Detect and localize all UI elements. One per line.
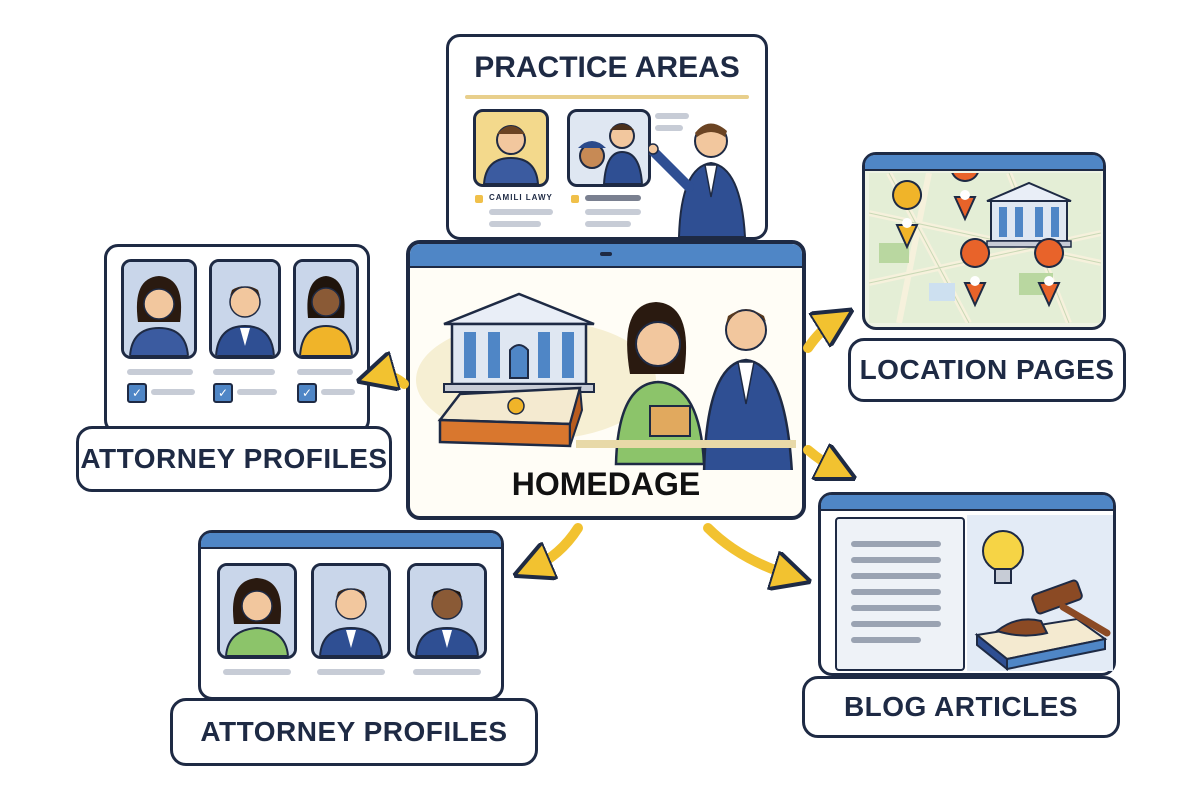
text-line [223, 669, 291, 675]
text-line [851, 605, 941, 611]
homepage-title: HOMEDAGE [511, 466, 701, 502]
caption-bullet-left [475, 195, 483, 203]
text-line [851, 557, 941, 563]
caption-bullet-middle [571, 195, 579, 203]
attorney-portrait [311, 563, 391, 659]
practice-areas-title: PRACTICE AREAS [474, 51, 740, 84]
arrow-to-attorney-top [376, 375, 409, 384]
blog-articles-card[interactable] [818, 492, 1116, 676]
title-underline [465, 95, 749, 99]
presenting-attorney-icon [647, 107, 759, 238]
text-line [237, 389, 277, 395]
text-line [127, 369, 193, 375]
browser-bar [201, 533, 501, 549]
text-line [585, 209, 641, 215]
text-line [585, 195, 641, 201]
homepage-card[interactable]: HOMEDAGE [406, 240, 806, 520]
text-line [151, 389, 195, 395]
text-line [851, 589, 941, 595]
map-with-pins-icon [869, 173, 1101, 323]
arrow-to-location [803, 320, 836, 353]
camera-notch [600, 252, 612, 256]
text-line [851, 637, 921, 643]
practice-portrait-left [473, 109, 549, 187]
attorney-portrait [209, 259, 281, 359]
attorney-profiles-top-label[interactable]: ATTORNEY PROFILES [76, 426, 392, 492]
practice-areas-card[interactable]: PRACTICE AREAS CAMILI LAWY [446, 34, 768, 240]
checkbox-icon: ✓ [297, 383, 317, 403]
location-pages-label[interactable]: LOCATION PAGES [848, 338, 1126, 402]
arrow-to-attorney-bottom [532, 523, 583, 568]
text-line [317, 669, 385, 675]
attorney-portrait [407, 563, 487, 659]
text-line [413, 669, 481, 675]
text-line [489, 221, 541, 227]
attorney-profiles-bottom-card[interactable] [198, 530, 504, 700]
attorney-portrait [217, 563, 297, 659]
arrow-to-blog-upper [803, 450, 838, 470]
text-line [851, 541, 941, 547]
courthouse-book-attorneys-icon [416, 292, 796, 470]
text-line [321, 389, 355, 395]
checkbox-icon: ✓ [127, 383, 147, 403]
attorney-profiles-top-card[interactable]: ✓ ✓ ✓ [104, 244, 370, 434]
lightbulb-gavel-icon [967, 515, 1113, 671]
attorney-portrait [121, 259, 197, 359]
text-line [213, 369, 275, 375]
practice-caption-left: CAMILI LAWY [489, 193, 553, 202]
text-line [585, 221, 631, 227]
text-line [297, 369, 353, 375]
attorney-profiles-bottom-label[interactable]: ATTORNEY PROFILES [170, 698, 538, 766]
checkbox-icon: ✓ [213, 383, 233, 403]
attorney-portrait [293, 259, 359, 359]
arrow-to-blog [703, 523, 792, 576]
browser-bar [821, 495, 1113, 511]
location-map-card[interactable] [862, 152, 1106, 330]
browser-bar [865, 155, 1103, 171]
blog-articles-label[interactable]: BLOG ARTICLES [802, 676, 1120, 738]
browser-bar [410, 244, 802, 268]
text-line [851, 621, 941, 627]
text-line [489, 209, 553, 215]
text-line [851, 573, 941, 579]
